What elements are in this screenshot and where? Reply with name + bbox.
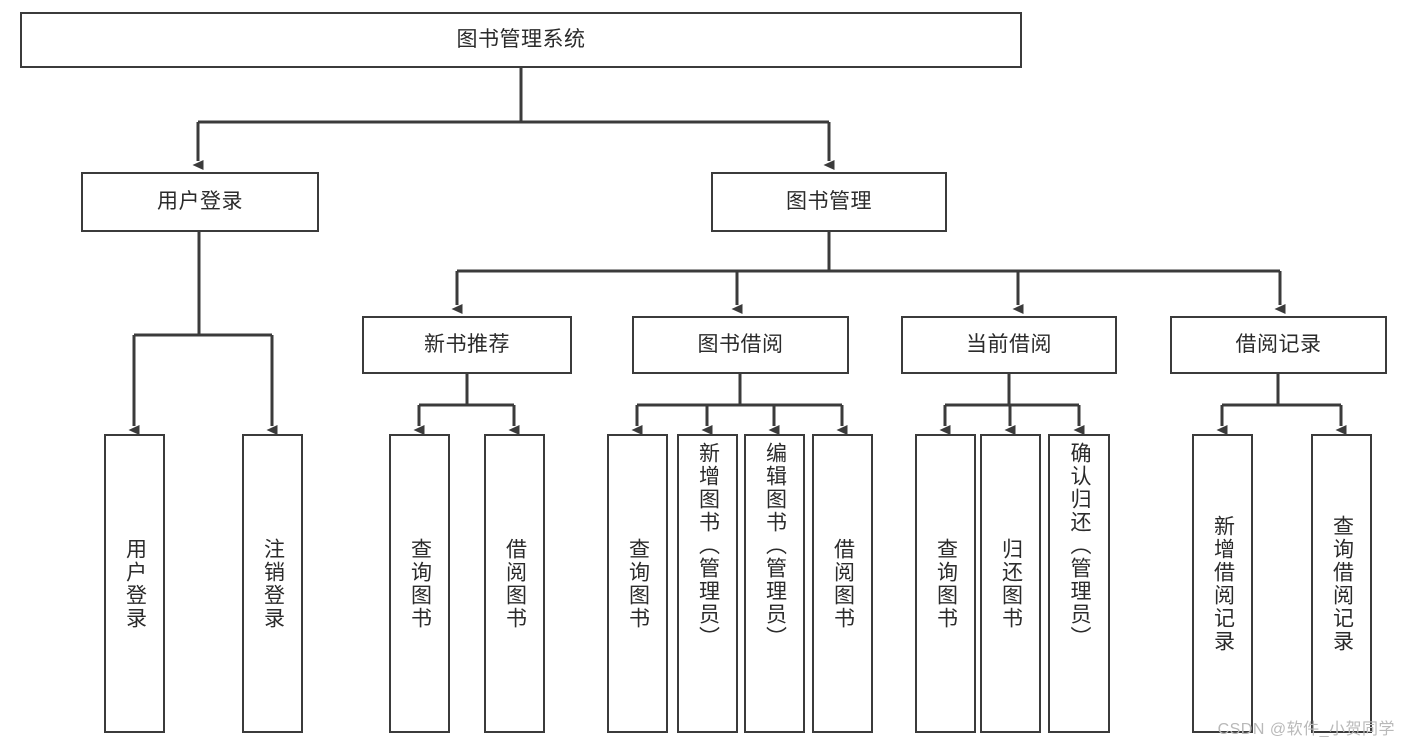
node-borrow-record[interactable]: 借阅记录 xyxy=(1170,316,1387,374)
leaf-user-login-logout[interactable]: 注销登录 xyxy=(242,434,303,733)
node-label: 查询图书 xyxy=(626,537,650,630)
node-label: 借阅图书 xyxy=(831,537,855,630)
node-current-borrow[interactable]: 当前借阅 xyxy=(901,316,1117,374)
node-label: 图书管理 xyxy=(786,189,872,213)
node-root-system[interactable]: 图书管理系统 xyxy=(20,12,1022,68)
leaf-current-borrow-return[interactable]: 归还图书 xyxy=(980,434,1041,733)
node-label: 编辑图书（管理员） xyxy=(763,442,787,649)
leaf-book-borrow-edit[interactable]: 编辑图书（管理员） xyxy=(744,434,805,733)
node-label: 新书推荐 xyxy=(424,332,510,356)
leaf-book-borrow-query[interactable]: 查询图书 xyxy=(607,434,668,733)
watermark: CSDN @软件_小贺同学 xyxy=(1217,721,1395,738)
node-label: 确认归还（管理员） xyxy=(1068,442,1092,649)
node-label: 注销登录 xyxy=(261,537,285,630)
node-book-management[interactable]: 图书管理 xyxy=(711,172,947,232)
node-label: 图书借阅 xyxy=(697,332,784,356)
node-label: 新增图书（管理员） xyxy=(696,442,720,649)
node-book-borrow[interactable]: 图书借阅 xyxy=(632,316,849,374)
node-label: 借阅图书 xyxy=(503,537,527,630)
node-label: 归还图书 xyxy=(999,537,1023,630)
node-label: 查询图书 xyxy=(934,537,958,630)
leaf-new-book-query[interactable]: 查询图书 xyxy=(389,434,450,733)
leaf-user-login-login[interactable]: 用户登录 xyxy=(104,434,165,733)
node-user-login[interactable]: 用户登录 xyxy=(81,172,319,232)
leaf-book-borrow-borrow[interactable]: 借阅图书 xyxy=(812,434,873,733)
node-new-book-recommend[interactable]: 新书推荐 xyxy=(362,316,572,374)
node-label: 用户登录 xyxy=(123,537,147,630)
node-label: 查询借阅记录 xyxy=(1330,514,1354,653)
leaf-book-borrow-add[interactable]: 新增图书（管理员） xyxy=(677,434,738,733)
leaf-current-borrow-confirm-return[interactable]: 确认归还（管理员） xyxy=(1048,434,1110,733)
node-label: 当前借阅 xyxy=(966,332,1052,356)
node-label: 新增借阅记录 xyxy=(1211,514,1235,653)
node-label: 图书管理系统 xyxy=(456,27,586,51)
node-label: 查询图书 xyxy=(408,537,432,630)
leaf-current-borrow-query[interactable]: 查询图书 xyxy=(915,434,976,733)
leaf-new-book-borrow[interactable]: 借阅图书 xyxy=(484,434,545,733)
node-label: 借阅记录 xyxy=(1235,332,1322,356)
leaf-borrow-record-add[interactable]: 新增借阅记录 xyxy=(1192,434,1253,733)
leaf-borrow-record-query[interactable]: 查询借阅记录 xyxy=(1311,434,1372,733)
node-label: 用户登录 xyxy=(157,189,243,213)
